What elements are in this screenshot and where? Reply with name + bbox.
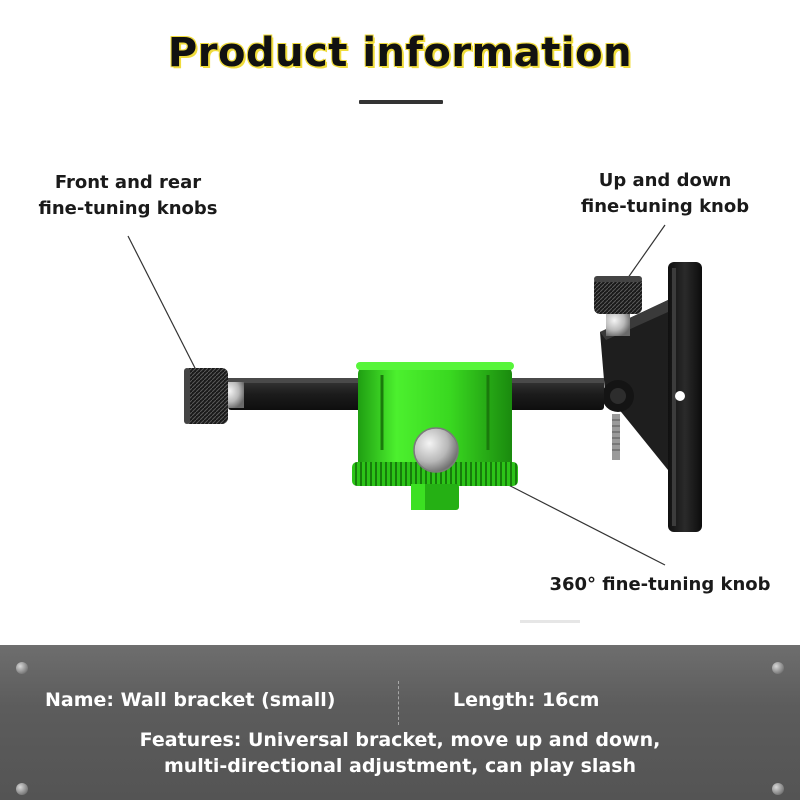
up-down-knob — [594, 276, 642, 336]
screw-icon — [772, 783, 784, 795]
wall-bracket-illustration — [127, 224, 702, 623]
screw-icon — [16, 662, 28, 674]
spec-divider — [398, 681, 399, 725]
spec-length: Length: 16cm — [453, 689, 600, 711]
up-down-knob-callout: Up and down fine-tuning knob — [555, 168, 775, 220]
rotate-360-knob-callout: 360° fine-tuning knob — [549, 574, 771, 595]
front-rear-callout-line1: Front and rear — [54, 172, 202, 193]
up-down-callout-line1: Up and down — [598, 170, 732, 191]
spec-features-line1: Features: Universal bracket, move up and… — [139, 729, 661, 751]
screw-icon — [772, 662, 784, 674]
title-underline — [359, 100, 443, 104]
screw-icon — [16, 783, 28, 795]
page-title: Product information — [167, 30, 633, 76]
front-rear-knob — [184, 368, 244, 424]
spec-features-line2: multi-directional adjustment, can play s… — [163, 755, 637, 777]
up-down-pointer-line — [624, 224, 666, 283]
spec-name: Name: Wall bracket (small) — [45, 689, 336, 711]
wall-plate — [668, 262, 702, 532]
front-rear-pointer-line — [127, 235, 197, 371]
green-rotary-hub — [352, 362, 518, 510]
up-down-callout-line2: fine-tuning knob — [580, 196, 750, 217]
rotate-360-knob — [413, 427, 459, 473]
spec-panel: Name: Wall bracket (small) Length: 16cm … — [0, 645, 800, 800]
front-rear-knobs-callout: Front and rear fine-tuning knobs — [18, 170, 238, 222]
front-rear-callout-line2: fine-tuning knobs — [38, 198, 218, 219]
